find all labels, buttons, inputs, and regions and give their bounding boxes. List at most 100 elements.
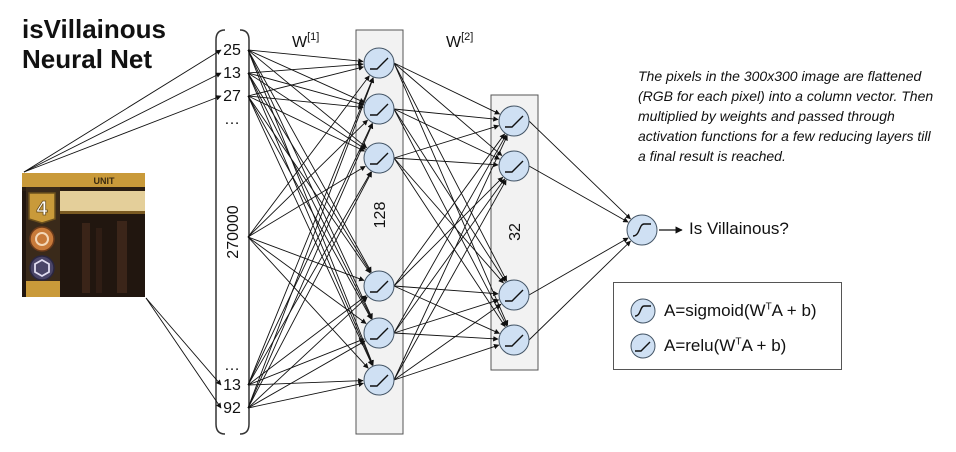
relu-icon — [370, 374, 389, 387]
input-to-hidden1-edge — [247, 49, 368, 149]
input-to-hidden1-edge — [247, 119, 368, 238]
input-to-hidden1-edge — [247, 61, 364, 74]
hidden2-to-output-edge — [528, 120, 631, 220]
input-to-hidden1-edge — [247, 122, 373, 386]
input-to-hidden1-edge — [247, 72, 365, 107]
hidden1-to-hidden2-edge — [393, 285, 499, 297]
input-to-hidden1-edge — [247, 95, 371, 274]
description-text: The pixels in the 300x300 image are flat… — [638, 68, 934, 164]
relu-icon — [370, 103, 389, 116]
input-to-hidden1-edge — [247, 49, 372, 273]
input-to-hidden1-edge — [247, 381, 364, 409]
input-value-3: 27 — [223, 88, 241, 105]
input-to-hidden1-edge — [247, 171, 372, 409]
card-cost-shield — [28, 192, 56, 224]
input-to-hidden1-edge — [247, 49, 364, 64]
hidden1-to-hidden2-edge — [393, 157, 499, 168]
diagram-title: isVillainous Neural Net — [22, 14, 166, 74]
input-to-hidden1-edge — [247, 171, 372, 386]
hidden1-to-hidden2-edge — [393, 179, 507, 381]
hidden1-to-hidden2-edge — [393, 108, 501, 160]
card-aspect-icon — [29, 226, 55, 252]
legend-relu-text: A=relu(WTA + b) — [664, 336, 787, 355]
hidden1-to-hidden2-edge — [393, 62, 508, 282]
hidden1-to-hidden2-edge — [393, 176, 504, 287]
hidden1-neuron — [363, 364, 395, 396]
hidden2-neuron — [498, 324, 530, 356]
hidden1-neuron — [363, 142, 395, 174]
input-to-hidden1-edge — [247, 72, 367, 150]
hidden1-to-hidden2-edge — [393, 303, 502, 381]
hidden-layer-2-size: 32 — [507, 223, 524, 241]
hidden1-to-hidden2-edge — [393, 62, 501, 115]
input-left-brace — [215, 29, 226, 435]
title-line-1: isVillainous — [22, 14, 167, 44]
hidden-layer-2-box — [490, 94, 539, 371]
input-to-hidden1-edge — [247, 77, 375, 409]
hidden1-to-hidden2-edge — [393, 332, 499, 342]
sigmoid-icon — [632, 223, 651, 237]
hidden1-to-hidden2-edge — [393, 134, 507, 334]
input-right-brace — [239, 29, 250, 435]
card-villainy-icon — [29, 255, 55, 281]
neuron-nodes — [363, 47, 658, 396]
input-to-hidden1-edge — [247, 338, 365, 386]
output-label: Is Villainous? — [689, 219, 789, 238]
legend-relu-row: A=relu(WTA + b) — [630, 331, 786, 361]
input-card-image: UNIT 4 — [22, 173, 145, 297]
relu-icon — [370, 57, 389, 70]
input-to-hidden1-edge — [247, 72, 373, 320]
card-to-input-edge — [23, 72, 222, 173]
card-cost-value: 4 — [36, 198, 48, 220]
input-to-hidden1-edge — [247, 95, 364, 110]
input-value-2: 13 — [223, 65, 241, 82]
hidden-layer-1-size: 128 — [372, 202, 389, 229]
input-to-hidden1-edge — [247, 77, 374, 386]
hidden1-to-hidden2-edge — [393, 108, 508, 327]
input-to-hidden1-edge — [247, 95, 372, 320]
input-to-hidden1-edge — [247, 236, 367, 324]
relu-icon — [370, 327, 389, 340]
input-to-hidden1-edge — [247, 49, 365, 103]
input-value-1: 25 — [223, 42, 241, 59]
hidden2-neuron — [498, 150, 530, 182]
hidden1-to-hidden2-edge — [393, 344, 500, 381]
input-to-hidden1-edge — [247, 95, 366, 152]
relu-icon — [370, 152, 389, 165]
relu-icon — [630, 333, 656, 359]
hidden1-neuron — [363, 93, 395, 125]
input-value-4: 13 — [223, 377, 241, 394]
hidden1-to-hidden2-edge — [393, 178, 506, 334]
hidden2-to-output-edge — [528, 240, 631, 341]
hidden1-to-hidden2-edge — [393, 108, 499, 122]
input-to-hidden1-edge — [247, 49, 373, 319]
input-to-hidden1-edge — [247, 65, 365, 97]
input-to-hidden1-edge — [247, 49, 374, 366]
hidden2-neuron — [498, 279, 530, 311]
weight-2-label: W[2] — [446, 31, 473, 51]
hidden1-to-hidden2-edge — [393, 135, 508, 381]
relu-icon — [505, 334, 524, 347]
card-artwork: UNIT 4 — [22, 173, 145, 297]
card-banner-text: UNIT — [94, 176, 115, 186]
input-value-5: 92 — [223, 400, 241, 417]
hidden1-to-hidden2-edge — [393, 298, 500, 334]
input-to-hidden1-edge — [247, 75, 370, 238]
card-to-input-edge — [145, 297, 222, 409]
legend-sigmoid-text: A=sigmoid(WTA + b) — [664, 301, 817, 320]
hidden1-to-hidden2-edge — [393, 133, 505, 287]
hidden1-neuron — [363, 317, 395, 349]
weight-1-label: W[1] — [292, 31, 319, 51]
relu-icon — [505, 160, 524, 173]
card-top-banner — [22, 173, 145, 187]
connection-edges — [23, 49, 631, 409]
input-size-label: 270000 — [225, 205, 242, 258]
hidden1-neuron — [363, 47, 395, 79]
input-to-hidden1-edge — [247, 95, 373, 366]
input-to-hidden1-edge — [247, 378, 364, 386]
sigmoid-icon — [630, 298, 656, 324]
card-to-input-edge — [145, 297, 222, 386]
hidden1-to-hidden2-edge — [393, 108, 506, 283]
